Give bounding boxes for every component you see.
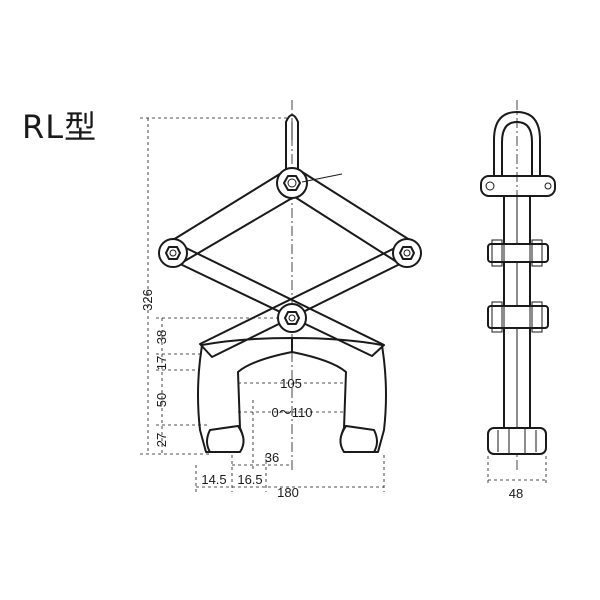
shackle-pin [480,175,556,197]
dim-27: 27 [154,433,169,447]
left-jaw-pad [206,424,245,453]
right-jaw-pad [339,424,378,453]
dim-105: 105 [280,376,302,391]
top-pivot-bolt [276,167,343,199]
left-pivot-bolt [158,238,188,268]
dim-side-width: 48 [509,486,523,501]
center-pivot-bolt [277,303,307,333]
side-jaw-pads [487,427,547,455]
dim-50: 50 [154,393,169,407]
side-view: 48 [480,100,556,501]
dim-17: 17 [154,356,169,370]
tong-arms [175,246,405,358]
dim-16-5: 16.5 [237,472,262,487]
front-view: 326 38 17 50 27 105 0～110 36 14.5 16.5 1… [140,100,422,500]
dim-36: 36 [265,450,279,465]
side-shackle [493,111,541,181]
right-pivot-bolt [392,238,422,268]
dim-opening: 0～110 [272,405,313,420]
front-dimension-lines [140,117,385,492]
top-shackle [285,114,299,179]
dim-overall-height: 326 [140,289,155,311]
dim-overall-width: 180 [277,485,299,500]
dim-14-5: 14.5 [201,472,226,487]
dim-38: 38 [154,330,169,344]
side-bolt-lower [487,301,549,333]
side-bolt-upper [487,239,549,267]
model-title: RL型 [22,108,98,146]
